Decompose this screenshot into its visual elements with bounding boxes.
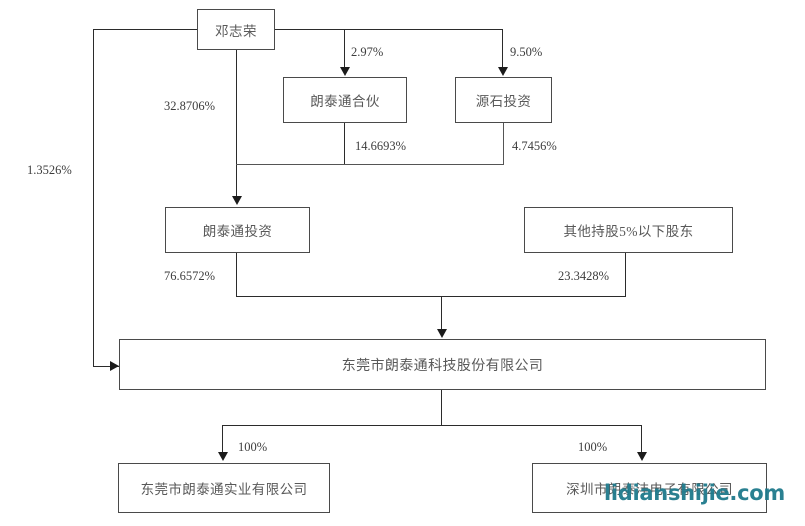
label-others-to-company: 23.3428% (558, 269, 610, 283)
edge-person-to-yuanshi-horizontal (344, 29, 503, 31)
arrowhead-company-to-sub-right (637, 452, 647, 461)
edge-person-to-holding-vertical (236, 50, 238, 197)
edge-merged-trunk-to-company (441, 296, 443, 330)
edge-company-to-sub-left-vertical (222, 425, 224, 453)
edge-company-to-sub-right-vertical (641, 425, 643, 453)
node-yuanshi-investment[interactable]: 源石投资 (455, 77, 552, 123)
edge-partnership-to-holding-horizontal (236, 164, 345, 166)
node-subsidiary-right-label: 深圳市朗泰沣电子有限公司 (566, 482, 733, 497)
arrowhead-company-to-sub-left (218, 452, 228, 461)
edge-partnership-to-holding-vertical (344, 123, 346, 165)
arrowhead-person-to-company (110, 361, 119, 371)
node-subsidiary-left[interactable]: 东莞市朗泰通实业有限公司 (118, 463, 330, 513)
node-main-company[interactable]: 东莞市朗泰通科技股份有限公司 (119, 339, 766, 390)
edge-person-to-company-vertical (93, 29, 95, 367)
node-holding-company[interactable]: 朗泰通投资 (165, 207, 310, 253)
node-yuanshi-label: 源石投资 (475, 94, 532, 109)
arrowhead-person-to-holding (232, 196, 242, 205)
node-person[interactable]: 邓志荣 (197, 9, 275, 50)
edge-company-to-subsidiaries-split (222, 425, 642, 427)
label-person-to-company: 1.3526% (27, 163, 72, 177)
node-subsidiary-right[interactable]: 深圳市朗泰沣电子有限公司 (532, 463, 767, 513)
edge-company-to-subsidiaries-trunk (441, 390, 443, 426)
node-other-shareholders[interactable]: 其他持股5%以下股东 (524, 207, 733, 253)
label-holding-to-company: 76.6572% (164, 269, 216, 283)
arrowhead-person-to-partnership (340, 67, 350, 76)
label-partnership-to-holding: 14.6693% (355, 139, 407, 153)
edge-person-to-partnership-horizontal (275, 29, 346, 31)
edge-others-to-company-vertical (625, 253, 627, 297)
node-subsidiary-left-label: 东莞市朗泰通实业有限公司 (140, 482, 308, 497)
node-main-company-label: 东莞市朗泰通科技股份有限公司 (341, 358, 544, 374)
label-person-to-holding: 32.8706% (164, 99, 216, 113)
edge-yuanshi-to-holding-horizontal (344, 164, 504, 166)
node-partnership-label: 朗泰通合伙 (310, 94, 380, 109)
edge-person-to-company-horizontal-top (93, 29, 198, 31)
node-partnership[interactable]: 朗泰通合伙 (283, 77, 407, 123)
label-person-to-yuanshi: 9.50% (510, 45, 543, 59)
label-yuanshi-to-holding: 4.7456% (512, 139, 557, 153)
edge-person-to-partnership-vertical (344, 29, 346, 68)
edge-holding-to-company-horizontal (236, 296, 626, 298)
node-person-label: 邓志荣 (215, 23, 257, 39)
label-company-to-sub-right: 100% (578, 440, 608, 454)
node-other-shareholders-label: 其他持股5%以下股东 (563, 224, 694, 239)
node-holding-label: 朗泰通投资 (202, 224, 273, 239)
label-company-to-sub-left: 100% (238, 440, 268, 454)
arrowhead-person-to-yuanshi (498, 67, 508, 76)
edge-holding-to-company-vertical (236, 253, 238, 297)
label-person-to-partnership: 2.97% (351, 45, 384, 59)
edge-yuanshi-to-holding-vertical (503, 123, 505, 165)
arrowhead-merged-trunk-to-company (437, 329, 447, 338)
edge-person-to-yuanshi-vertical (502, 29, 504, 68)
edge-person-to-company-horizontal-bottom (93, 366, 119, 368)
